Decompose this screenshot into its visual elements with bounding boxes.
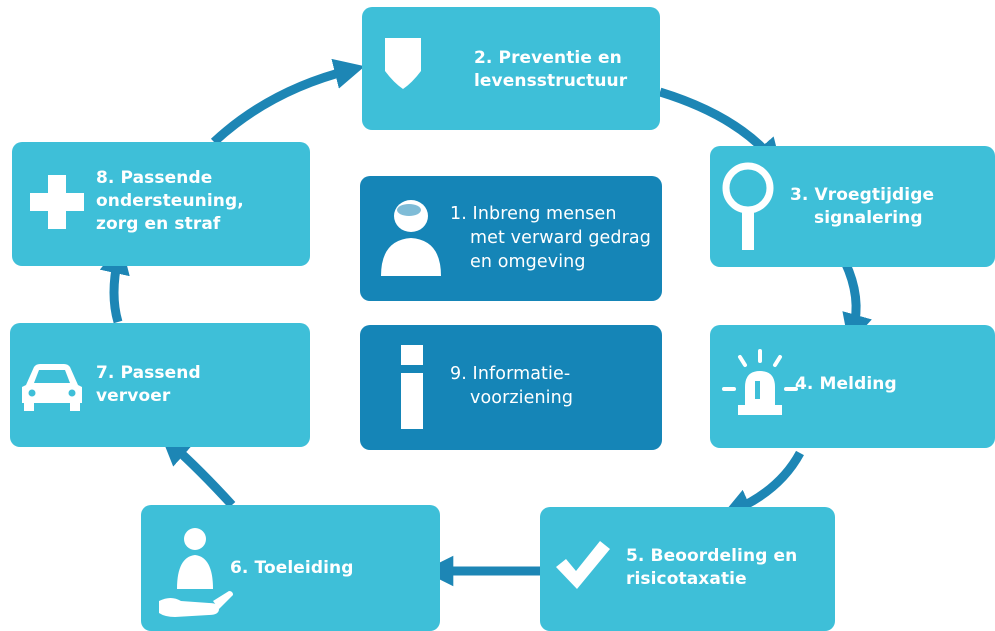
step-4-label: 4. Melding [795,374,897,394]
arrow-7-to-8 [99,243,130,324]
step-3-label: 3. Vroegtijdige signalering [790,185,935,228]
step-8-label: 8. Passende ondersteuning, zorg en straf [96,168,244,234]
step-4-box: 4. Melding [710,325,995,448]
step-1-box: 1. Inbreng mensen met verward gedrag en … [360,176,662,301]
step-7-label: 7. Passend vervoer [96,363,201,406]
step-9-box: 9. Informatie- voorziening [360,325,662,450]
step-5-label: 5. Beoordeling en risicotaxatie [626,546,798,589]
step-7-box: 7. Passend vervoer [10,323,310,447]
step-1-label: 1. Inbreng mensen met verward gedrag en … [450,204,651,272]
plus-icon [30,175,84,229]
person-icon [381,200,441,276]
step-9-label: 9. Informatie- voorziening [450,364,574,408]
step-6-box: 6. Toeleiding [141,505,440,631]
siren-icon [722,349,798,415]
arrow-8-to-2 [210,58,365,146]
arrow-3-to-4 [840,260,872,345]
arrow-6-to-7 [160,434,236,509]
info-icon [401,345,423,429]
step-5-box: 5. Beoordeling en risicotaxatie [540,507,835,631]
step-6-label: 6. Toeleiding [230,558,354,578]
checkmark-icon [556,541,610,589]
person-in-hand-icon [159,528,233,617]
step-2-label: 2. Preventie en levensstructuur [474,48,628,91]
step-8-box: 8. Passende ondersteuning, zorg en straf [12,142,310,266]
magnifier-icon [722,162,774,250]
shield-icon [385,38,421,89]
step-3-box: 3. Vroegtijdige signalering [710,146,995,267]
arrow-4-to-5 [721,450,804,518]
car-icon [22,364,82,411]
step-2-box: 2. Preventie en levensstructuur [362,7,660,130]
